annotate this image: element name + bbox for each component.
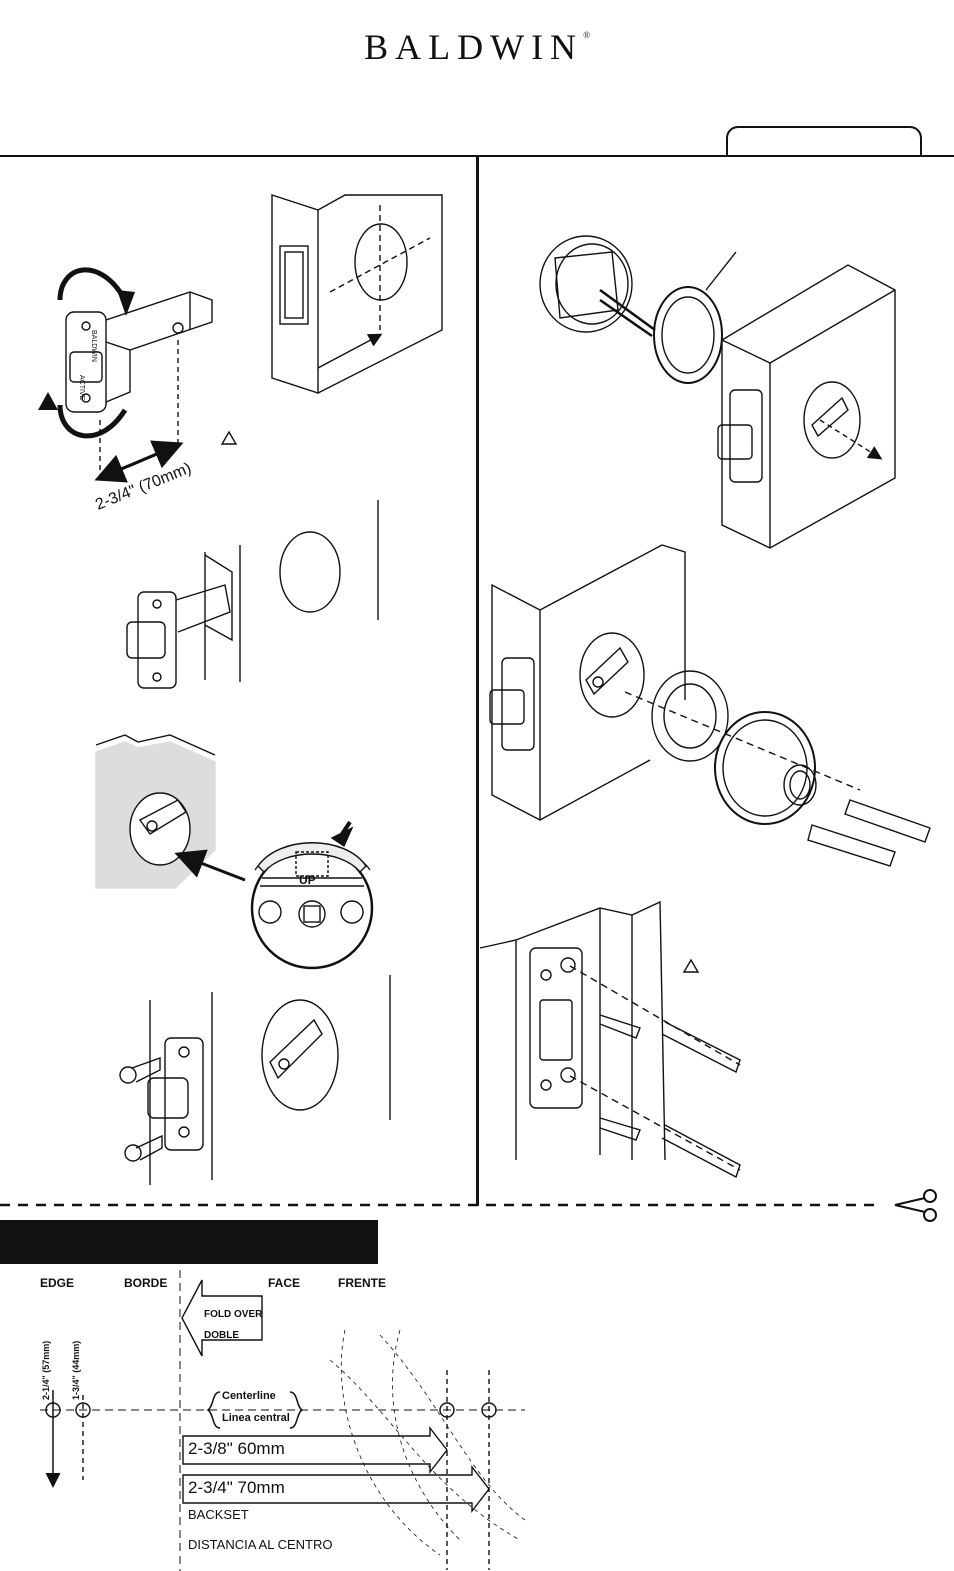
doble-label: DOBLE: [204, 1330, 239, 1341]
bolt-icon: [845, 800, 930, 842]
strike-install-illustration: [480, 902, 740, 1177]
faceplate-active-text: ACTIVE: [78, 375, 85, 401]
faceplate-brand-text: BALDWIN: [90, 330, 97, 362]
latch-screws-illustration: [120, 975, 390, 1185]
warning-icon: [222, 432, 236, 444]
template-edge-label: EDGE: [40, 1276, 74, 1290]
long-screw-icon: [662, 1022, 740, 1072]
distancia-label: DISTANCIA AL CENTRO: [188, 1537, 332, 1552]
template-header-bar: [0, 1220, 378, 1264]
latch-adjust-illustration: [38, 270, 236, 478]
scissors-icon: [895, 1190, 936, 1221]
warning-icon: [684, 960, 698, 972]
rose-up-label: UP: [299, 873, 316, 887]
template-face-label: FACE: [268, 1276, 300, 1290]
latch-faceplate: [66, 312, 106, 412]
linea-central-label: Linea central: [222, 1412, 290, 1424]
backset-60-label: 2-3/8" 60mm: [188, 1439, 285, 1459]
door-bore-illustration: [272, 195, 442, 393]
long-screw-icon: [662, 1125, 740, 1177]
dim-44-label: 1-3/4" (44mm): [71, 1341, 81, 1400]
rotate-arrow-top-icon: [60, 270, 125, 300]
screw-icon: [600, 1015, 640, 1038]
fold-over-label: FOLD OVER: [204, 1309, 262, 1320]
exterior-assembly-illustration: [540, 236, 895, 548]
screw-icon: [600, 1118, 640, 1140]
backset-dimension-label: 2-3/4" (70mm): [93, 460, 194, 514]
rose-orientation-illustration: [96, 735, 372, 968]
rotate-arrow-bottom-icon: [60, 405, 125, 436]
dim-57-label: 2-1/4" (57mm): [41, 1341, 51, 1400]
interior-assembly-illustration: [490, 545, 930, 866]
centerline-label: Centerline: [222, 1390, 276, 1402]
bolt-icon: [808, 825, 895, 866]
backset-label: BACKSET: [188, 1507, 249, 1522]
latch-insert-illustration: [127, 500, 378, 688]
template-frente-label: FRENTE: [338, 1276, 386, 1290]
template-borde-label: BORDE: [124, 1276, 167, 1290]
backset-70-label: 2-3/4" 70mm: [188, 1478, 285, 1498]
